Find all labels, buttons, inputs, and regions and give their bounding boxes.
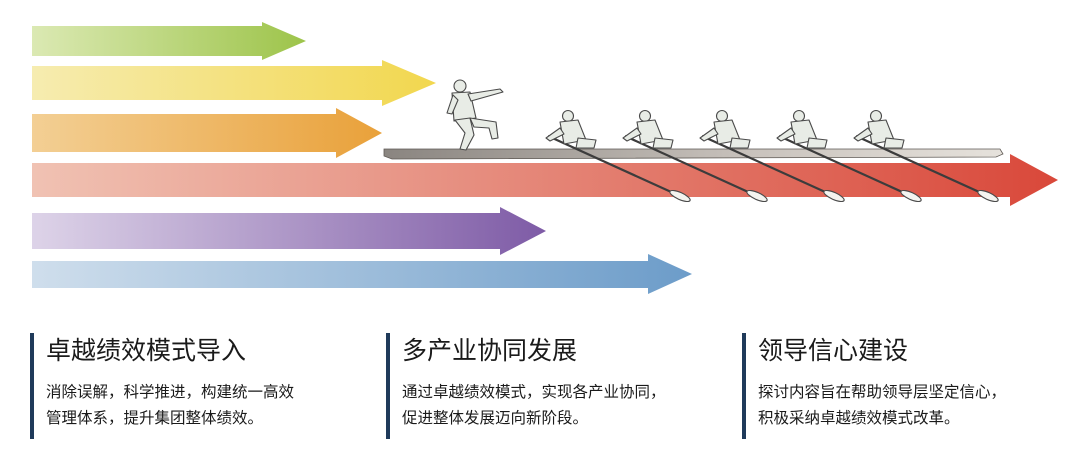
orange-arrow-icon	[32, 108, 382, 158]
blue-arrow-icon	[32, 254, 692, 294]
section-description: 消除误解，科学推进，构建统一高效 管理体系，提升集团整体绩效。	[46, 379, 360, 431]
description-line: 积极采纳卓越绩效模式改革。	[758, 409, 960, 427]
section-industry-synergy: 多产业协同发展 通过卓越绩效模式，实现各产业协同， 促进整体发展迈向新阶段。	[386, 333, 716, 439]
red-arrow-icon	[32, 154, 1058, 206]
description-line: 管理体系，提升集团整体绩效。	[46, 409, 264, 427]
description-line: 探讨内容旨在帮助领导层坚定信心，	[758, 383, 1007, 401]
section-excellence-model: 卓越绩效模式导入 消除误解，科学推进，构建统一高效 管理体系，提升集团整体绩效。	[30, 333, 360, 439]
section-description: 通过卓越绩效模式，实现各产业协同， 促进整体发展迈向新阶段。	[402, 379, 716, 431]
yellow-arrow-icon	[32, 60, 436, 106]
section-leadership-confidence: 领导信心建设 探讨内容旨在帮助领导层坚定信心， 积极采纳卓越绩效模式改革。	[742, 333, 1072, 439]
coach-figure-icon	[446, 79, 504, 151]
rowing-team-illustration	[32, 22, 1058, 294]
section-title: 多产业协同发展	[402, 336, 578, 365]
rower-figure-icon	[545, 109, 999, 203]
section-title: 卓越绩效模式导入	[46, 336, 247, 365]
description-line: 促进整体发展迈向新阶段。	[402, 409, 589, 427]
green-arrow-icon	[32, 22, 306, 60]
purple-arrow-icon	[32, 207, 546, 255]
description-line: 消除误解，科学推进，构建统一高效	[46, 383, 295, 401]
section-description: 探讨内容旨在帮助领导层坚定信心， 积极采纳卓越绩效模式改革。	[758, 379, 1072, 431]
description-line: 通过卓越绩效模式，实现各产业协同，	[402, 383, 666, 401]
boat-icon	[383, 148, 1004, 160]
section-title: 领导信心建设	[758, 336, 909, 365]
